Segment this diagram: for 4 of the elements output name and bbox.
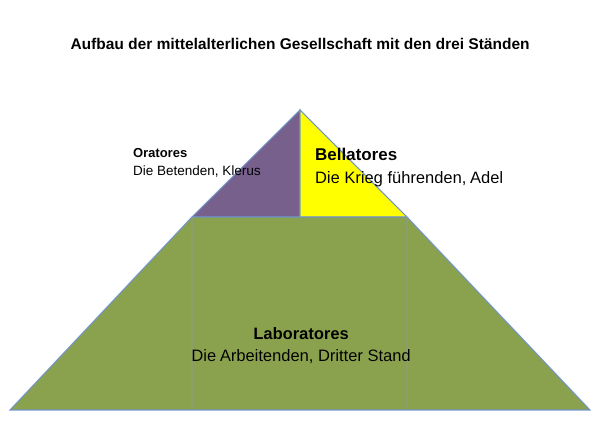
estate-heading: Laboratores <box>253 324 349 345</box>
estate-heading: Oratores <box>133 144 188 162</box>
estate-description: Die Arbeitenden, Dritter Stand <box>191 346 411 368</box>
diagram-title: Aufbau der mittelalterlichen Gesellschaft mit den drei Ständen <box>69 36 531 54</box>
